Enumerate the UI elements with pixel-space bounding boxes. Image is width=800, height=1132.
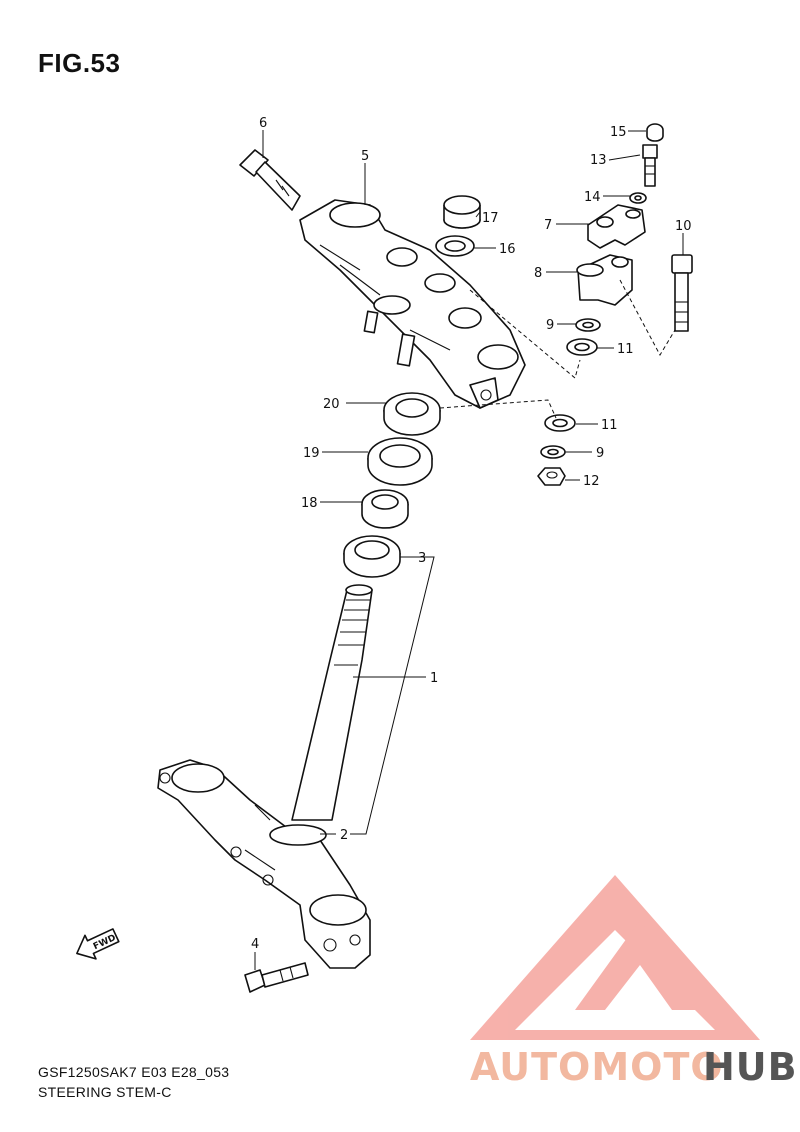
part-19-dust-seal	[367, 437, 433, 486]
part-11-bush-lower	[544, 414, 576, 432]
callout-15: 15	[610, 125, 627, 140]
callout-11-lower: 11	[601, 418, 618, 433]
part-13-bolt	[642, 144, 658, 187]
part-9-washer-lower	[540, 445, 566, 459]
part-15-cap	[646, 123, 664, 142]
part-1-steering-stem	[157, 584, 373, 969]
callout-numbers: 6 5 17 16 15 13 14 7 8 10 9 11 11 9 12 2…	[251, 116, 692, 952]
callout-8: 8	[534, 266, 542, 281]
part-12-nut	[537, 467, 566, 486]
watermark-logo	[470, 875, 760, 1040]
callout-9-upper: 9	[546, 318, 554, 333]
callout-3: 3	[418, 551, 426, 566]
diagram-name: STEERING STEM-C	[38, 1084, 172, 1100]
figure-title: FIG.53	[38, 48, 121, 78]
callout-17: 17	[482, 211, 499, 226]
part-18-bearing	[361, 489, 409, 529]
callout-6: 6	[259, 116, 267, 131]
part-4-bolt	[244, 962, 309, 993]
callout-19: 19	[303, 446, 320, 461]
callout-11-upper: 11	[617, 342, 634, 357]
callout-10: 10	[675, 219, 692, 234]
callout-5: 5	[361, 149, 369, 164]
part-5-upper-bracket	[299, 199, 526, 409]
part-9-washer-upper	[575, 318, 601, 332]
part-16-washer	[435, 235, 475, 257]
callout-9-lower: 9	[596, 446, 604, 461]
callout-20: 20	[323, 397, 340, 412]
part-17-cap	[443, 195, 481, 229]
part-7-upper-holder	[587, 204, 646, 249]
part-8-lower-holder	[576, 254, 633, 306]
callout-4: 4	[251, 937, 259, 952]
callout-7: 7	[544, 218, 552, 233]
part-14-washer	[629, 192, 647, 204]
part-3-bearing-race	[343, 535, 401, 578]
part-11-bush-upper	[566, 338, 598, 356]
callout-14: 14	[584, 190, 601, 205]
part-6-bolt	[239, 149, 301, 211]
callout-13: 13	[590, 153, 607, 168]
watermark-text-b: HUB	[703, 1045, 798, 1089]
watermark-text-a: AUTOMOTO	[470, 1045, 724, 1089]
part-10-long-bolt	[671, 254, 693, 332]
callout-2: 2	[340, 828, 348, 843]
callout-12: 12	[583, 474, 600, 489]
leader-lines	[254, 130, 684, 970]
callout-1: 1	[430, 671, 438, 686]
fwd-arrow-icon: FWD	[76, 928, 120, 960]
callout-16: 16	[499, 242, 516, 257]
diagram-code: GSF1250SAK7 E03 E28_053	[38, 1064, 230, 1080]
callout-18: 18	[301, 496, 318, 511]
part-20-lock-nut	[383, 392, 441, 436]
